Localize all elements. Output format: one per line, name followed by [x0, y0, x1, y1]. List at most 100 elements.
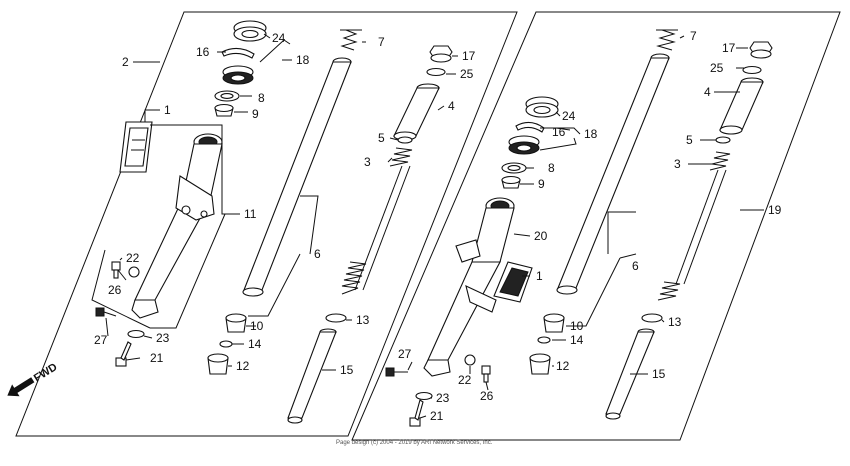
drain-bolt-left[interactable]	[95, 307, 117, 317]
callout-27-left: 27	[94, 333, 108, 347]
piston-ring-right[interactable]	[537, 336, 551, 344]
callout-16-left: 16	[196, 45, 210, 59]
fork-slider-left[interactable]	[131, 133, 223, 319]
callout-25-right: 25	[710, 61, 724, 75]
callout-9-right: 9	[538, 177, 545, 191]
washer-right-22[interactable]	[464, 354, 476, 366]
fork-tube-left[interactable]	[242, 57, 352, 297]
oil-lock-piece-left[interactable]	[225, 313, 247, 333]
callout-23-left: 23	[156, 331, 170, 345]
fork-tube-right[interactable]	[556, 53, 670, 295]
callout-1-left: 1	[164, 103, 171, 117]
callout-15-right: 15	[652, 367, 666, 381]
slider-bushing-right[interactable]	[501, 175, 521, 189]
sealing-washer-left[interactable]	[127, 329, 145, 339]
oil-lock-piece-right[interactable]	[543, 313, 565, 333]
callout-13-left: 13	[356, 313, 370, 327]
callout-18-right: 18	[584, 127, 598, 141]
callout-19: 19	[768, 203, 782, 217]
callout-26-right: 26	[480, 389, 494, 403]
oil-seal-left[interactable]	[222, 65, 254, 85]
leader-lines	[91, 33, 764, 419]
dust-seal-right[interactable]	[525, 96, 559, 118]
bolt-right-26[interactable]	[481, 365, 491, 383]
callout-13-right: 13	[668, 315, 682, 329]
fork-piston-right[interactable]	[657, 151, 731, 301]
callout-23-right: 23	[436, 391, 450, 405]
callout-6-right: 6	[632, 259, 639, 273]
oil-seal-right[interactable]	[508, 135, 540, 155]
fork-bolt-left[interactable]	[429, 45, 453, 63]
spring-collar-left[interactable]	[393, 83, 440, 141]
callout-11: 11	[244, 207, 257, 221]
damper-rod-right[interactable]	[605, 328, 655, 420]
slider-bushing-left[interactable]	[214, 103, 234, 117]
fwd-label: FWD	[32, 361, 60, 384]
callout-17-right: 17	[722, 41, 736, 55]
callout-16-right: 16	[552, 125, 566, 139]
callout-10-left: 10	[250, 319, 264, 333]
callout-8-right: 8	[548, 161, 555, 175]
callout-5-right: 5	[686, 133, 693, 147]
washer-left-22[interactable]	[128, 266, 140, 278]
left-fork-panel	[15, 11, 518, 437]
o-ring-left[interactable]	[426, 67, 446, 77]
footer-copyright: Page design (c) 2004 - 2019 by ARI Netwo…	[336, 440, 493, 446]
callout-7-right: 7	[690, 29, 697, 43]
reflector-right[interactable]	[493, 261, 533, 303]
callout-25-left: 25	[460, 67, 474, 81]
callout-8-left: 8	[258, 91, 265, 105]
o-ring-right[interactable]	[742, 65, 762, 75]
right-fork-panel	[351, 11, 841, 441]
spring-seat-left[interactable]	[397, 136, 413, 144]
callout-14-left: 14	[248, 337, 262, 351]
retaining-clip-right[interactable]	[515, 121, 545, 133]
piston-ring-left-13[interactable]	[325, 313, 347, 323]
callout-27-right: 27	[398, 347, 412, 361]
sealing-washer-right[interactable]	[415, 391, 433, 401]
callout-12-left: 12	[236, 359, 250, 373]
callout-18-left: 18	[296, 53, 310, 67]
callout-17-left: 17	[462, 49, 476, 63]
bolt-left-26[interactable]	[111, 261, 121, 279]
socket-bolt-right[interactable]	[409, 399, 424, 427]
callout-3-left: 3	[364, 155, 371, 169]
piston-ring-left[interactable]	[219, 340, 233, 348]
fork-bolt-right[interactable]	[749, 41, 773, 59]
callout-10-right: 10	[570, 319, 584, 333]
reflector-left[interactable]	[119, 121, 153, 173]
callout-4-right: 4	[704, 85, 711, 99]
fork-piston-left[interactable]	[341, 147, 413, 295]
fork-slider-right[interactable]	[423, 197, 515, 377]
callout-2: 2	[122, 55, 129, 69]
callout-5-left: 5	[378, 131, 385, 145]
callout-24-right: 24	[562, 109, 576, 123]
piston-ring-right-13[interactable]	[641, 313, 663, 323]
damper-rod-left[interactable]	[287, 328, 337, 424]
forward-direction-arrow: FWD	[7, 361, 60, 397]
rebound-spring-cup-left[interactable]	[207, 353, 229, 375]
callout-1-right: 1	[536, 269, 543, 283]
callout-14-right: 14	[570, 333, 584, 347]
callout-20: 20	[534, 229, 548, 243]
callout-21-right: 21	[430, 409, 444, 423]
fork-spring-left[interactable]	[340, 29, 362, 51]
callout-4-left: 4	[448, 99, 455, 113]
fork-spring-right[interactable]	[656, 29, 678, 51]
callout-12-right: 12	[556, 359, 570, 373]
callout-22-left: 22	[126, 251, 140, 265]
drain-bolt-right[interactable]	[385, 367, 408, 377]
spring-collar-right[interactable]	[719, 77, 764, 135]
callout-6-left: 6	[314, 247, 321, 261]
socket-bolt-left[interactable]	[115, 341, 132, 367]
spring-seat-right[interactable]	[715, 136, 731, 144]
callout-21-left: 21	[150, 351, 164, 365]
rebound-spring-cup-right[interactable]	[529, 353, 551, 375]
callout-26-left: 26	[108, 283, 122, 297]
callout-9-left: 9	[252, 107, 259, 121]
callout-22-right: 22	[458, 373, 472, 387]
callout-15-left: 15	[340, 363, 354, 377]
dust-seal-left[interactable]	[233, 20, 267, 42]
retaining-clip-left[interactable]	[221, 47, 255, 59]
callout-3-right: 3	[674, 157, 681, 171]
